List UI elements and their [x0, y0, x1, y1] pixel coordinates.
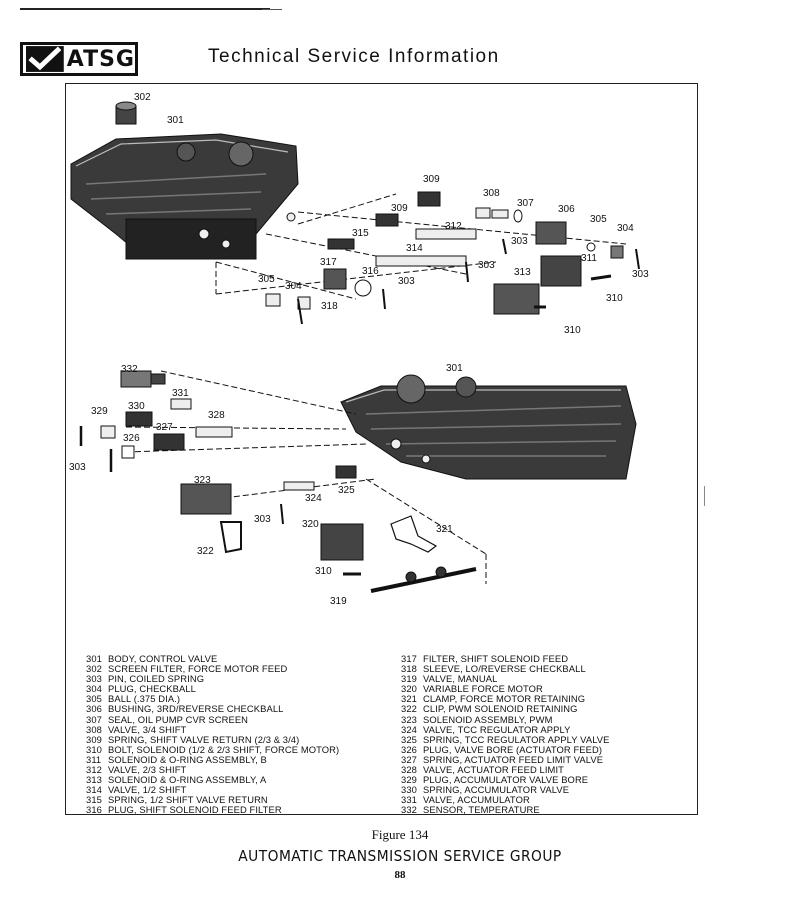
callout-317: 317 — [320, 257, 337, 268]
callout-325: 325 — [338, 485, 355, 496]
callout-303-a: 303 — [511, 236, 528, 247]
callout-306: 306 — [558, 204, 575, 215]
logo-text: ATSG — [66, 46, 135, 72]
lower-valve-body-illustration — [340, 374, 637, 480]
atsg-logo: ATSG — [20, 42, 138, 76]
upper-exploded-parts — [215, 191, 640, 325]
callout-308: 308 — [483, 188, 500, 199]
callout-327: 327 — [156, 422, 173, 433]
callout-330: 330 — [128, 401, 145, 412]
callout-310-b: 310 — [564, 325, 581, 336]
figure-frame: 302 301 309 308 307 306 305 304 309 312 … — [65, 83, 698, 815]
callout-309-b: 309 — [391, 203, 408, 214]
callout-301-upper: 301 — [167, 115, 184, 126]
callout-304-b: 304 — [285, 281, 302, 292]
upper-valve-body-illustration — [70, 101, 299, 260]
top-rule — [20, 8, 270, 10]
callout-320: 320 — [302, 519, 319, 530]
callout-311: 311 — [581, 253, 597, 264]
callout-321: 321 — [436, 524, 453, 535]
callout-329: 329 — [91, 406, 108, 417]
callout-316: 316 — [362, 266, 379, 277]
callout-319: 319 — [330, 596, 347, 607]
callout-310-a: 310 — [606, 293, 623, 304]
callout-303-b: 303 — [632, 269, 649, 280]
callout-303-f: 303 — [254, 514, 271, 525]
callout-314: 314 — [406, 243, 423, 254]
callout-318: 318 — [321, 301, 338, 312]
callout-331: 331 — [172, 388, 189, 399]
callout-310-c: 310 — [315, 566, 332, 577]
callout-307: 307 — [517, 198, 534, 209]
callout-305-a: 305 — [590, 214, 607, 225]
callout-309-a: 309 — [423, 174, 440, 185]
callout-305-b: 305 — [258, 274, 275, 285]
checkmark-icon — [25, 46, 64, 72]
callout-315: 315 — [352, 228, 369, 239]
margin-mark — [704, 486, 705, 506]
page-title: Technical Service Information — [208, 46, 500, 67]
top-rule-tail — [262, 9, 282, 10]
callout-324: 324 — [305, 493, 322, 504]
callout-303-c: 303 — [478, 260, 495, 271]
callout-302: 302 — [134, 92, 151, 103]
lower-exploded-parts — [79, 370, 487, 593]
figure-caption: Figure 134 — [371, 827, 429, 842]
callout-303-d: 303 — [398, 276, 415, 287]
callout-323: 323 — [194, 475, 211, 486]
exploded-valve-body-diagram: 302 301 309 308 307 306 305 304 309 312 … — [69, 92, 649, 607]
callout-326: 326 — [123, 433, 140, 444]
callout-301-lower: 301 — [446, 363, 463, 374]
callout-303-e: 303 — [69, 462, 86, 473]
callout-312: 312 — [445, 221, 462, 232]
page-number: 88 — [394, 869, 406, 881]
callout-304-a: 304 — [617, 223, 634, 234]
footer-organization: AUTOMATIC TRANSMISSION SERVICE GROUP — [238, 847, 562, 865]
callout-328: 328 — [208, 410, 225, 421]
callout-313: 313 — [514, 267, 531, 278]
callout-332: 332 — [121, 364, 138, 375]
callout-322: 322 — [197, 546, 214, 557]
callout-labels: 302 301 309 308 307 306 305 304 309 312 … — [69, 92, 649, 607]
